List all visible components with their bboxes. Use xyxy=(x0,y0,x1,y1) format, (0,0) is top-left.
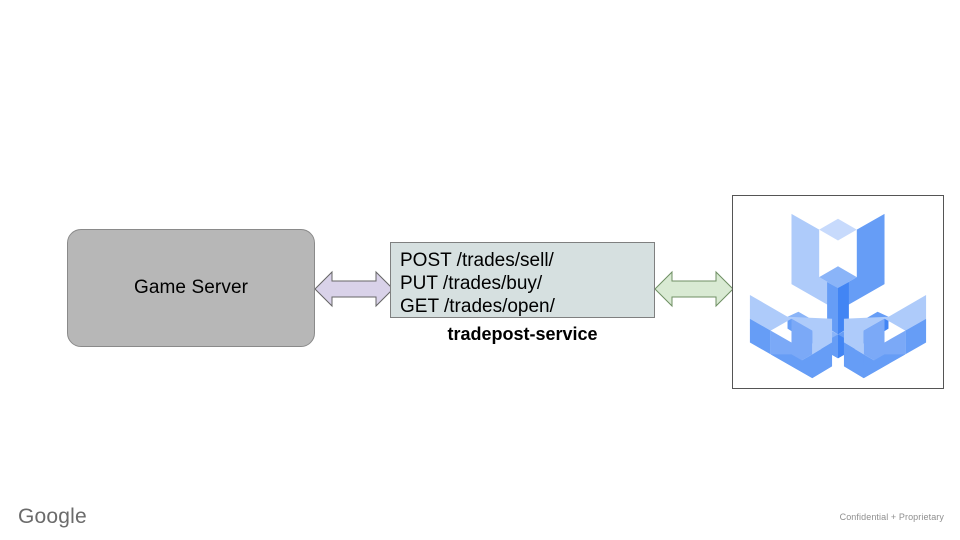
game-server-node: Game Server xyxy=(67,229,315,347)
endpoint-row: PUT /trades/buy/ xyxy=(400,273,543,294)
agones-logo xyxy=(749,213,927,379)
confidentiality-notice: Confidential + Proprietary xyxy=(839,512,944,522)
double-arrow-icon xyxy=(654,270,734,308)
tradepost-service-node: POST /trades/sell/ PUT /trades/buy/ GET … xyxy=(390,242,655,318)
endpoint-row: POST /trades/sell/ xyxy=(400,250,554,271)
connector-service-to-platform xyxy=(654,270,734,308)
tradepost-service-caption: tradepost-service xyxy=(447,324,598,344)
game-server-label: Game Server xyxy=(133,277,249,298)
google-wordmark: Google xyxy=(18,505,87,528)
endpoint-row: GET /trades/open/ xyxy=(400,296,555,317)
platform-logo-frame xyxy=(732,195,944,389)
double-arrow-icon xyxy=(314,270,394,308)
connector-game-server-to-service xyxy=(314,270,394,308)
